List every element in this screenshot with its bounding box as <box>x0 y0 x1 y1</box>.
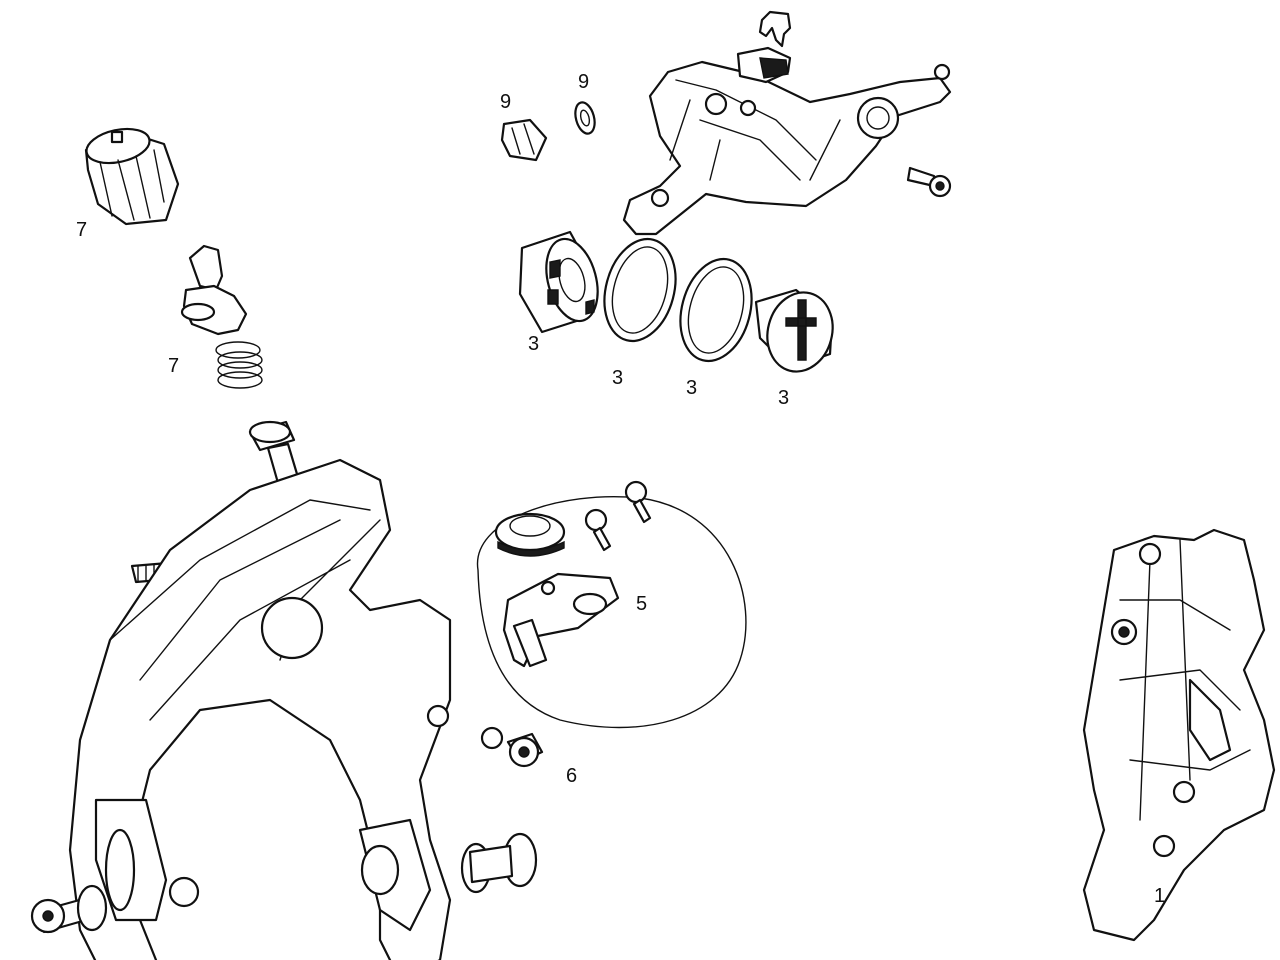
mount-bolt-washer-part <box>480 726 544 768</box>
crush-washer-part <box>574 101 596 135</box>
piston-seal-left-part <box>603 237 677 343</box>
callout-label-6: 6 <box>566 765 577 787</box>
reach-adjust-knob-part <box>84 127 180 226</box>
adjust-lever-spring-part <box>180 244 263 389</box>
callout-label-1: 1 <box>1154 885 1165 907</box>
bleed-plug-part <box>500 118 548 162</box>
caliper-body-part <box>622 46 952 236</box>
callout-label-9-plug: 9 <box>500 91 511 113</box>
callout-label-3-seal-left: 3 <box>612 367 623 389</box>
callout-label-9-washer: 9 <box>578 71 589 93</box>
callout-label-5: 5 <box>636 593 647 615</box>
front-caliper-part <box>1082 528 1276 942</box>
callout-label-3-piston-right: 3 <box>778 387 789 409</box>
callout-label-3-piston-left: 3 <box>528 333 539 355</box>
callout-label-7-knob: 7 <box>76 219 87 241</box>
callout-label-7-lever: 7 <box>168 355 179 377</box>
brake-arch-part <box>68 420 452 960</box>
caliper-bolt-part <box>906 166 952 198</box>
callout-label-3-seal-right: 3 <box>686 377 697 399</box>
pad-bolt-part <box>30 884 108 934</box>
piston-left-part <box>518 230 599 334</box>
detail-callout-circle <box>476 480 747 729</box>
pad-hardware-part <box>460 832 538 894</box>
bleed-cap-part <box>758 10 792 48</box>
piston-seal-right-part <box>679 257 753 363</box>
piston-right-part <box>754 288 834 373</box>
